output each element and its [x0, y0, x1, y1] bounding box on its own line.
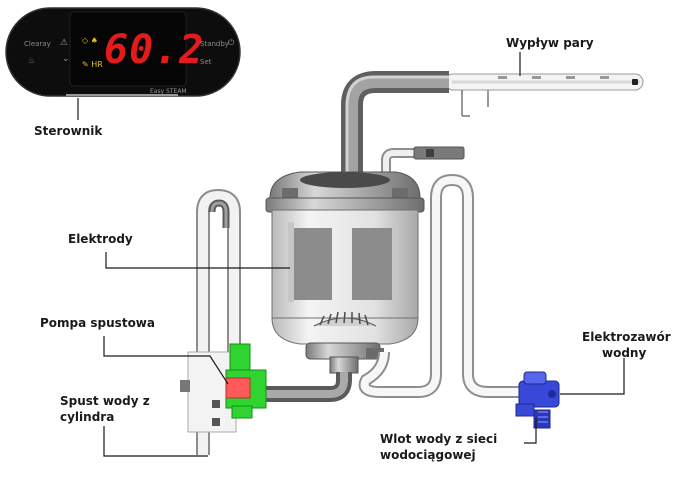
controller-display-value: 60.2 [104, 27, 205, 73]
power-icon[interactable]: ⏻ [228, 38, 235, 47]
leader-spust [103, 426, 208, 457]
leader-elektrozawor [560, 358, 625, 395]
drain-pipe-bottom [250, 372, 352, 402]
controller-indicators-top: ◇ ♠ [82, 36, 98, 45]
down-chevron-icon[interactable]: ⌄ [62, 54, 70, 64]
water-solenoid-valve [515, 371, 560, 429]
controller-set-label[interactable]: Set [200, 58, 212, 66]
label-sterownik: Sterownik [34, 124, 103, 138]
label-spust-line1: Spust wody z [60, 394, 150, 408]
leader-elektrody [105, 252, 290, 269]
leader-lines [77, 52, 625, 457]
label-elektrody: Elektrody [68, 232, 133, 246]
cylinder-base [305, 342, 384, 374]
steam-cylinder [271, 209, 419, 345]
steam-outlet-tube [444, 73, 644, 117]
controller-indicators-bottom: ✎ HR [82, 60, 103, 69]
water-inlet-hose [358, 173, 522, 398]
drain-pump [180, 343, 267, 433]
drain-u-loop [196, 188, 241, 455]
controller-brand: Easy STEAM [150, 88, 187, 95]
label-wyplyw-pary: Wypływ pary [506, 36, 594, 50]
controller: Clearay ⚠ ⌄ ♨ ◇ ♠ ✎ HR 60.2 Standby ⏻ Se… [4, 6, 242, 98]
humidity-icon: ♨ [28, 56, 36, 65]
cylinder-cap [265, 171, 425, 213]
controller-standby-label: Standby [200, 40, 229, 48]
controller-left-label: Clearay [24, 40, 51, 48]
steam-pipe [341, 71, 449, 185]
leader-wlot [524, 418, 537, 444]
conductivity-hose [381, 146, 465, 176]
warning-triangle-icon: ⚠ [60, 38, 69, 48]
label-wlot-line1: Wlot wody z sieci [380, 432, 498, 446]
label-elektrozawor-line1: Elektrozawór [582, 330, 671, 344]
controller-body [5, 7, 241, 97]
label-wlot-line2: wodociągowej [380, 448, 476, 462]
label-pompa-spustowa: Pompa spustowa [40, 316, 155, 330]
leader-pompa [103, 336, 229, 385]
label-elektrozawor-line2: wodny [602, 346, 647, 360]
label-spust-line2: cylindra [60, 410, 115, 424]
